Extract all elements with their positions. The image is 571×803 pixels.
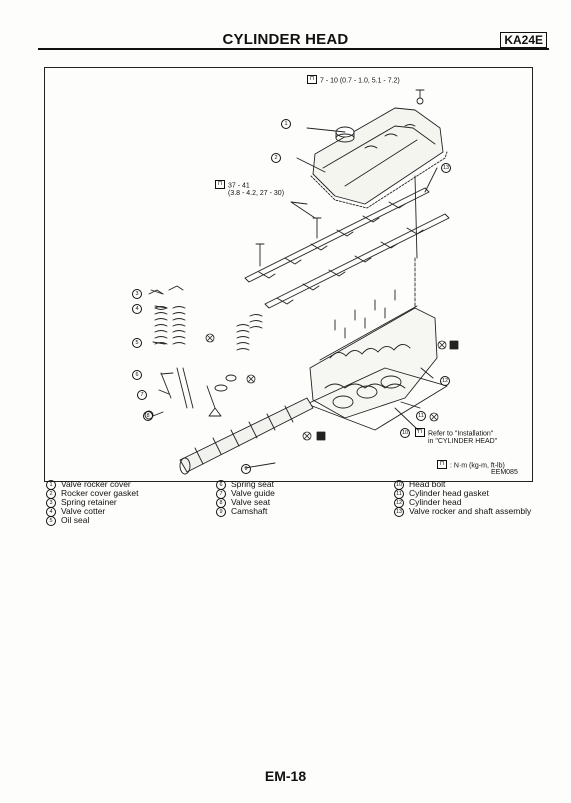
legend-text: Spring seat: [231, 479, 274, 489]
exploded-view-figure: 1 2 3 4 5 6 7 8 9 10 11 12 13 ⊓7 - 10 (0…: [44, 67, 533, 482]
callout-3: 3: [132, 289, 142, 299]
callout-6: 6: [132, 370, 142, 380]
cylinder-head-gasket-drawing: [306, 367, 448, 431]
torque-wrench-icon: ⊓: [215, 180, 225, 189]
valve-rocker-cover-drawing: [310, 89, 448, 209]
callout-9: 9: [241, 464, 251, 474]
legend-item: 5 Oil seal: [46, 515, 138, 526]
units-text: : N·m (kg-m, ft-lb): [450, 462, 505, 470]
exploded-view-drawing: [144, 89, 459, 475]
callout-5: 5: [132, 338, 142, 348]
callout-7: 7: [137, 390, 147, 400]
callout-1: 1: [281, 119, 291, 129]
legend-text: Valve rocker and shaft assembly: [409, 506, 532, 516]
installation-note: ⊓Refer to "Installation" in "CYLINDER HE…: [415, 428, 498, 446]
page-number: EM-18: [264, 768, 307, 784]
legend-item: 13 Valve rocker and shaft assembly: [394, 506, 532, 517]
torque-wrench-icon: ⊓: [415, 428, 425, 437]
legend-text: Cylinder head: [409, 497, 462, 507]
callout-4: 4: [132, 304, 142, 314]
legend-text: Valve seat: [231, 497, 271, 507]
valve-springs-drawing: [144, 285, 263, 420]
legend-number: 5: [46, 515, 56, 526]
legend-text: Cylinder head gasket: [409, 488, 489, 498]
legend-text: Spring retainer: [61, 497, 117, 507]
installation-note-line1: Refer to "Installation": [428, 430, 494, 438]
legend-text: Rocker cover gasket: [61, 488, 139, 498]
legend-text: Oil seal: [61, 515, 90, 525]
callout-8: 8: [143, 411, 153, 421]
rocker-torque-callout: ⊓37 - 41 (3.8 - 4.2, 27 - 30): [215, 180, 285, 198]
header-rule: [38, 48, 549, 50]
top-torque-value: 7 - 10 (0.7 - 1.0, 5.1 - 7.2): [320, 77, 400, 85]
callout-13: 13: [441, 163, 451, 173]
torque-wrench-icon: ⊓: [437, 460, 447, 469]
callout-12: 12: [440, 376, 450, 386]
legend-text: Valve cotter: [61, 506, 106, 516]
engine-code-badge: KA24E: [500, 32, 547, 48]
cylinder-head-drawing: [309, 289, 438, 419]
legend-item: 9 Camshaft: [216, 506, 275, 517]
legend-text: Camshaft: [231, 506, 268, 516]
installation-note-line2: in "CYLINDER HEAD": [428, 438, 498, 446]
legend-number: 13: [394, 506, 404, 517]
page-title: CYLINDER HEAD: [222, 31, 349, 48]
torque-wrench-icon: ⊓: [307, 75, 317, 84]
rocker-torque-line2: (3.8 - 4.2, 27 - 30): [228, 190, 285, 198]
rocker-torque-line1: 37 - 41: [228, 182, 250, 190]
callout-11: 11: [416, 411, 426, 421]
do-not-reuse-symbols: [205, 333, 459, 441]
legend-text: Head bolt: [409, 479, 446, 489]
units-note: ⊓: N·m (kg-m, ft-lb): [437, 460, 505, 470]
leader-lines: [150, 127, 438, 469]
callout-10: 10: [400, 428, 410, 438]
legend-number: 9: [216, 506, 226, 517]
legend-text: Valve guide: [231, 488, 275, 498]
top-torque-callout: ⊓7 - 10 (0.7 - 1.0, 5.1 - 7.2): [307, 75, 400, 85]
figure-code: EEM085: [491, 469, 518, 476]
legend-text: Valve rocker cover: [61, 479, 131, 489]
callout-2: 2: [271, 153, 281, 163]
rocker-shaft-assembly-drawing: [244, 175, 450, 339]
camshaft-drawing: [179, 397, 314, 475]
